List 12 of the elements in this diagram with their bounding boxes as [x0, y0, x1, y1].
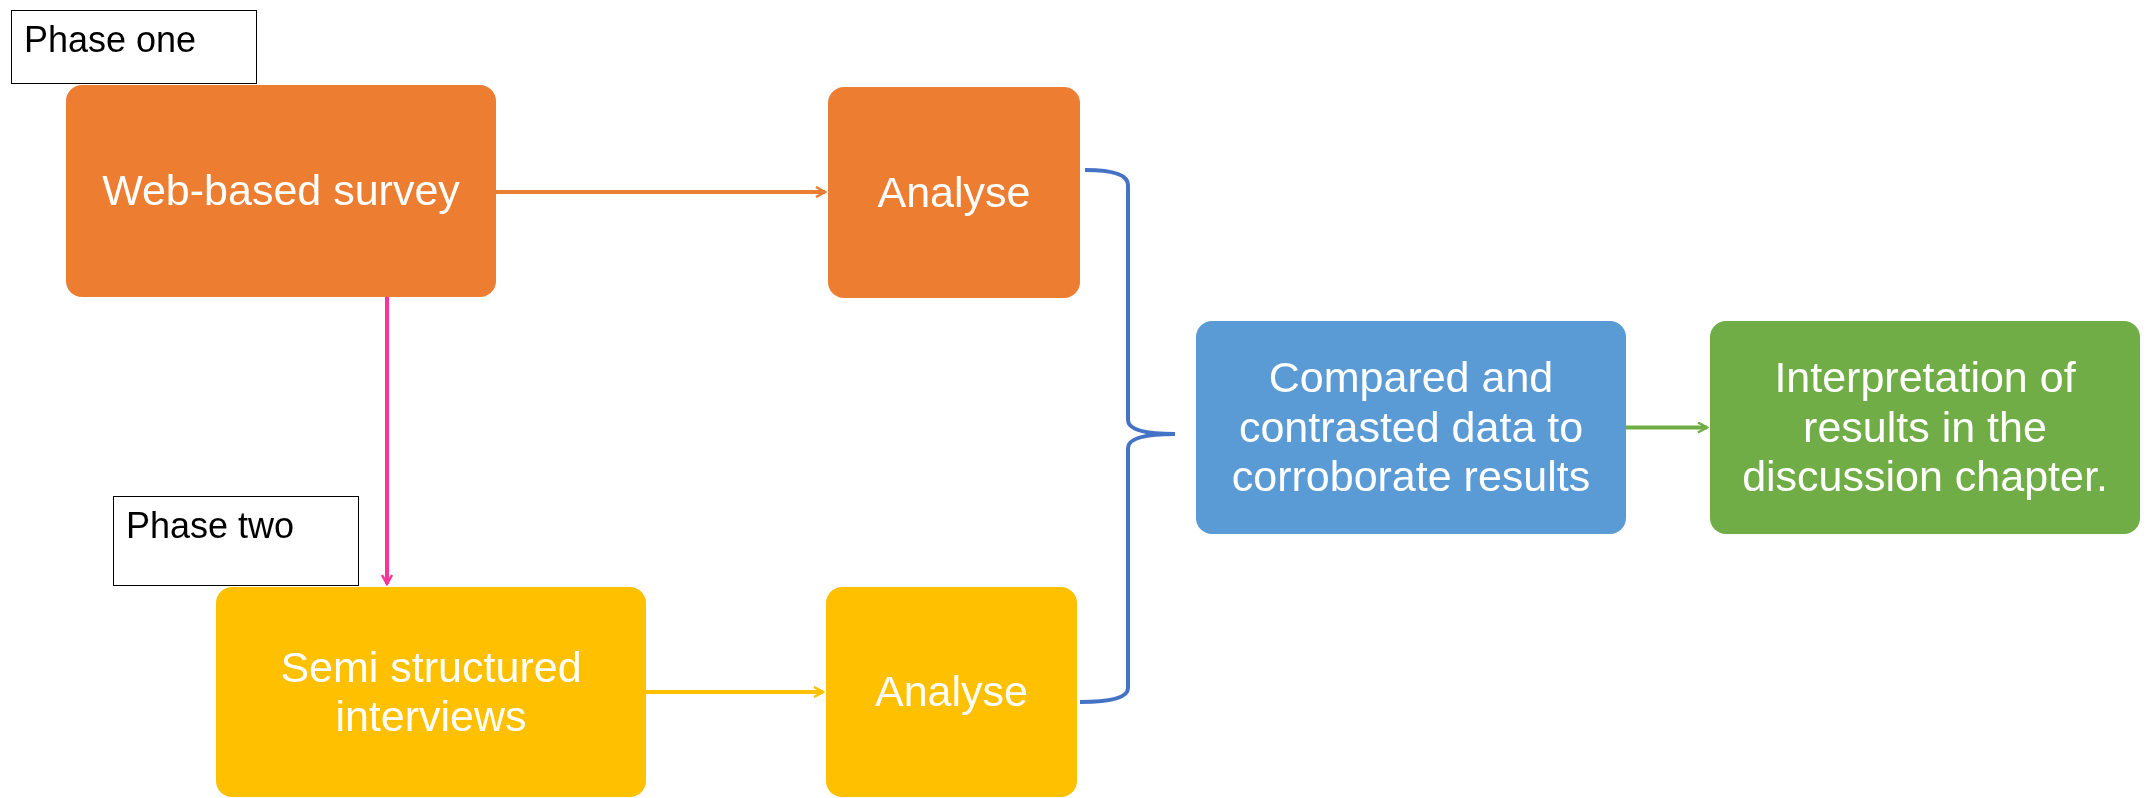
process-box: Semi structured interviews	[216, 587, 646, 797]
arrow	[646, 685, 825, 699]
process-box: Interpretation of results in the discussion chapter.	[1710, 321, 2140, 534]
process-box: Compared and contrasted data to corroborate results	[1196, 321, 1626, 534]
arrow	[380, 297, 394, 586]
process-box: Analyse	[826, 587, 1077, 797]
phase-label-box: Phase one	[11, 10, 257, 84]
process-box: Analyse	[828, 87, 1080, 298]
arrow	[1626, 421, 1709, 434]
process-box: Web-based survey	[66, 85, 496, 297]
phase-label-box: Phase two	[113, 496, 359, 586]
arrow	[496, 185, 827, 199]
